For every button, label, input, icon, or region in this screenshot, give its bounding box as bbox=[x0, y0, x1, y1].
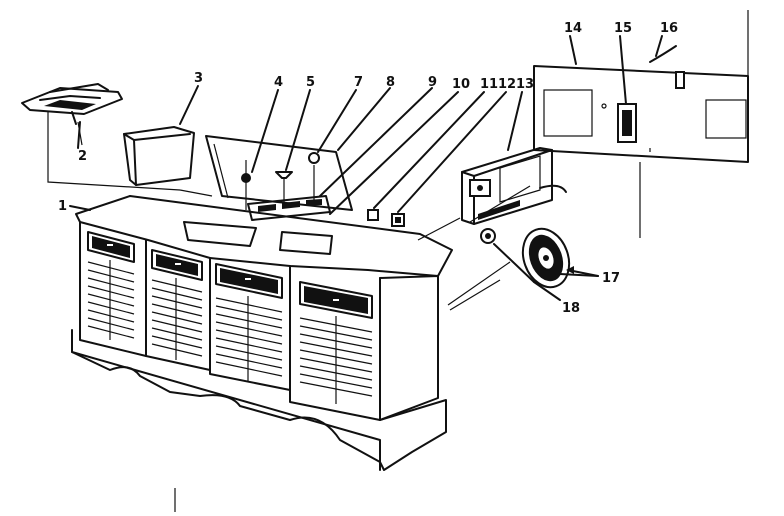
console-cabinet bbox=[71, 195, 453, 471]
callout-labels: 1 2 3 4 5 7 8 9 10 11 12 13 14 15 16 17 … bbox=[58, 21, 678, 316]
callout-4: 4 bbox=[274, 75, 283, 90]
callout-15: 15 bbox=[614, 21, 632, 36]
amplifier-chassis-part bbox=[461, 147, 567, 225]
callout-3: 3 bbox=[194, 71, 203, 86]
callout-11: 11 bbox=[480, 77, 498, 92]
turntable-part bbox=[21, 83, 123, 146]
callout-16: 16 bbox=[660, 21, 678, 36]
callout-5: 5 bbox=[306, 75, 315, 90]
callout-12: 12 bbox=[498, 77, 516, 92]
control-strip-part bbox=[247, 195, 331, 221]
callout-1: 1 bbox=[58, 199, 67, 214]
back-panel-part bbox=[533, 45, 749, 163]
callout-18: 18 bbox=[562, 301, 580, 316]
callout-17: 17 bbox=[602, 271, 620, 286]
callout-7: 7 bbox=[354, 75, 363, 90]
callout-8: 8 bbox=[386, 75, 395, 90]
callout-2: 2 bbox=[78, 149, 87, 164]
callout-9: 9 bbox=[428, 75, 437, 90]
callout-13: 13 bbox=[516, 77, 534, 92]
callout-leaders bbox=[69, 35, 663, 301]
callout-10: 10 bbox=[452, 77, 470, 92]
callout-14: 14 bbox=[564, 21, 582, 36]
knob-parts bbox=[241, 152, 320, 183]
switch-parts bbox=[367, 209, 405, 227]
storage-bin-part bbox=[123, 126, 195, 186]
speaker-part bbox=[521, 227, 599, 289]
speaker-knob-part bbox=[480, 228, 535, 283]
